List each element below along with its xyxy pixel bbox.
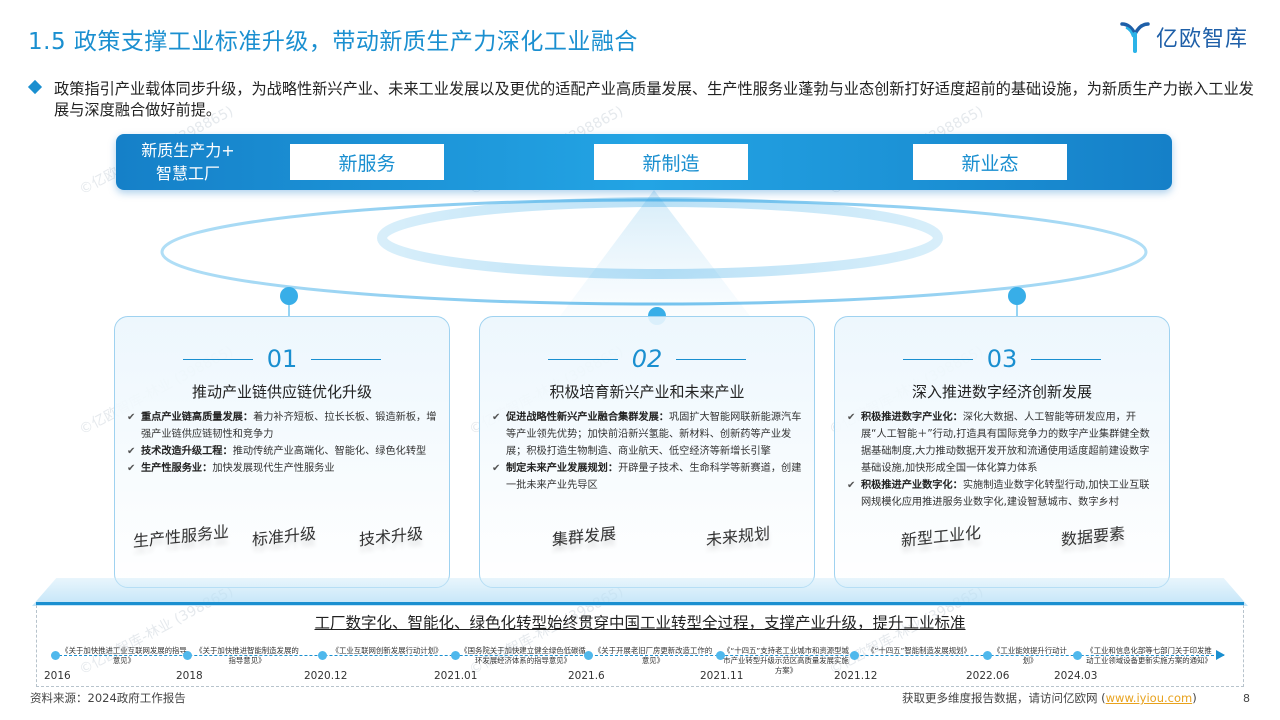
- timeline-doc: 《关于开展老旧厂房更新改造工作的意见》: [593, 646, 713, 665]
- card-title: 推动产业链供应链优化升级: [191, 383, 372, 401]
- timeline-dot: [51, 651, 60, 660]
- outer-ring: [160, 198, 1148, 306]
- card-01: 01 推动产业链供应链优化升级 ✔重点产业链高质量发展：着力补齐短板、拉长长板、…: [114, 316, 450, 588]
- topbar: 新质生产力+ 智慧工厂 新服务 新制造 新业态: [116, 134, 1172, 190]
- card-number: 01: [266, 345, 298, 373]
- timeline-title: 工厂数字化、智能化、绿色化转型始终贯穿中国工业转型全过程，支撑产业升级，提升工业…: [314, 614, 966, 632]
- timeline-dot: [318, 651, 327, 660]
- check-icon: ✔: [127, 446, 136, 457]
- box-new-service: 新服务: [290, 144, 444, 180]
- page-number: 8: [1243, 692, 1250, 705]
- keyword: 生产性服务业: [133, 521, 230, 552]
- timeline-year: 2021.01: [434, 670, 478, 682]
- timeline-year: 2021.11: [700, 670, 744, 682]
- spotlight-beam: [560, 190, 750, 316]
- platform-base: [32, 578, 1248, 606]
- list-item: ✔生产性服务业：加快发展现代生产性服务业: [127, 460, 439, 477]
- timeline-year: 2018: [176, 670, 203, 682]
- page-title: 1.5 政策支撑工业标准升级，带动新质生产力深化工业融合: [28, 29, 638, 55]
- ring-node-3: [1008, 287, 1026, 305]
- inner-ring: [377, 197, 943, 279]
- check-icon: ✔: [847, 480, 856, 491]
- timeline-dot: [451, 651, 460, 660]
- list-item: ✔制定未来产业发展规划：开辟量子技术、生命科学等新赛道，创建一批未来产业先导区: [492, 460, 804, 494]
- timeline-dot: [983, 651, 992, 660]
- timeline-year: 2020.12: [304, 670, 348, 682]
- check-icon: ✔: [492, 463, 501, 474]
- timeline-doc: 《工业能效提升行动计划》: [993, 646, 1067, 665]
- brand-logo: 亿欧智库: [1118, 20, 1248, 54]
- timeline-doc: 《国务院关于加快建立健全绿色低碳循环发展经济体系的指导意见》: [460, 646, 586, 665]
- list-item: ✔积极推进数字产业化：深化大数据、人工智能等研发应用，开展“人工智能＋”行动,打…: [847, 409, 1159, 477]
- timeline-dot: [1073, 651, 1082, 660]
- timeline-arrow-icon: [1216, 650, 1225, 660]
- check-icon: ✔: [847, 412, 856, 423]
- timeline-doc: 《“十四五”智能制造发展规划》: [867, 646, 971, 655]
- list-item: ✔积极推进产业数字化：实施制造业数字化转型行动,加快工业互联网规模化应用推进服务…: [847, 477, 1159, 511]
- keyword: 新型工业化: [901, 522, 982, 551]
- timeline-dot: [850, 651, 859, 660]
- source-note: 资料来源：2024政府工作报告: [30, 691, 186, 705]
- card-title: 积极培育新兴产业和未来产业: [549, 383, 745, 401]
- iyiou-link[interactable]: www.iyiou.com: [1105, 691, 1193, 705]
- box-new-manufacturing: 新制造: [594, 144, 748, 180]
- keyword: 技术升级: [359, 523, 424, 550]
- check-icon: ✔: [492, 412, 501, 423]
- timeline-year: 2024.03: [1054, 670, 1098, 682]
- timeline-dot: [584, 651, 593, 660]
- card-number: 03: [986, 345, 1018, 373]
- check-icon: ✔: [127, 463, 136, 474]
- keyword: 未来规划: [706, 523, 771, 550]
- timeline-year: 2021.12: [834, 670, 878, 682]
- platform-line: [36, 602, 1244, 605]
- intro-text: 政策指引产业载体同步升级，为战略性新兴产业、未来工业发展以及更优的适配产业高质量…: [54, 80, 1254, 119]
- card-title: 深入推进数字经济创新发展: [911, 383, 1092, 401]
- card-02: 02 积极培育新兴产业和未来产业 ✔促进战略性新兴产业融合集群发展：巩固扩大智能…: [479, 316, 815, 588]
- timeline-dot: [716, 651, 725, 660]
- keyword: 数据要素: [1061, 523, 1126, 550]
- timeline-line: [54, 655, 1224, 656]
- logo-text: 亿欧智库: [1156, 27, 1249, 52]
- list-item: ✔重点产业链高质量发展：着力补齐短板、拉长长板、锻造新板，增强产业链供应链韧性和…: [127, 409, 439, 443]
- card-number: 02: [631, 345, 663, 373]
- more-info: 获取更多维度报告数据，请访问亿欧网 (www.iyiou.com): [902, 691, 1197, 705]
- timeline-doc: 《“十四五”支持老工业城市和资源型城市产业转型升级示范区高质量发展实施方案》: [723, 646, 849, 675]
- timeline-year: 2021.6: [568, 670, 605, 682]
- ring-node-1: [280, 287, 298, 305]
- list-item: ✔促进战略性新兴产业融合集群发展：巩固扩大智能网联新能源汽车等产业领先优势；加快…: [492, 409, 804, 460]
- card-03: 03 深入推进数字经济创新发展 ✔积极推进数字产业化：深化大数据、人工智能等研发…: [834, 316, 1170, 588]
- timeline-box: [36, 605, 1244, 687]
- box-new-business: 新业态: [913, 144, 1067, 180]
- list-item: ✔技术改造升级工程：推动传统产业高端化、智能化、绿色化转型: [127, 443, 439, 460]
- timeline-doc: 《工业和信息化部等七部门关于印发推动工业领域设备更新实施方案的通知》: [1086, 646, 1212, 665]
- timeline-doc: 《关于加快推进工业互联网发展的指导意见》: [61, 646, 187, 665]
- keyword: 标准升级: [252, 523, 317, 550]
- timeline-dot: [183, 651, 192, 660]
- check-icon: ✔: [127, 412, 136, 423]
- timeline-year: 2016: [44, 670, 71, 682]
- timeline-doc: 《关于加快推进智能制造发展的指导意见》: [195, 646, 299, 665]
- timeline-year: 2022.06: [966, 670, 1010, 682]
- keyword: 集群发展: [552, 523, 617, 550]
- timeline-doc: 《工业互联网创新发展行动计划》: [331, 646, 443, 655]
- yiou-logo-icon: [1120, 22, 1150, 53]
- topbar-label: 新质生产力+ 智慧工厂: [141, 141, 235, 183]
